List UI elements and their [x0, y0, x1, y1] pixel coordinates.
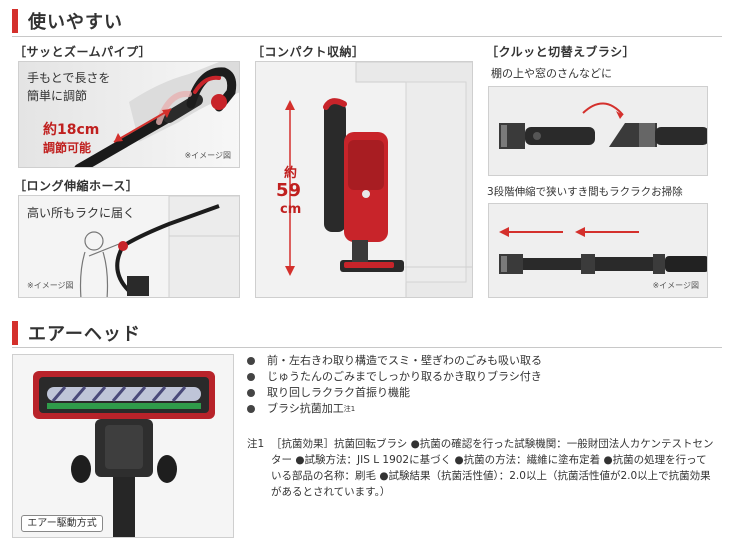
bullet-icon — [247, 357, 255, 365]
compact-storage-illustration — [256, 62, 472, 297]
list-item: ブラシ抗菌加工注1 — [247, 401, 717, 417]
height-unit: cm — [280, 202, 302, 217]
telescope-illustration — [489, 204, 707, 297]
section-title: エアーヘッド — [28, 324, 141, 345]
image-note: ※イメージ図 — [27, 281, 74, 290]
switch-brush-panel — [488, 86, 708, 176]
zoom-pipe-caption-2: 簡単に調節 — [27, 89, 88, 103]
airhead-panel: エアー駆動方式 — [12, 354, 234, 538]
image-note: ※イメージ図 — [184, 151, 231, 160]
footnote-text: ［抗菌効果］抗菌回転ブラシ ●抗菌の確認を行った試験機関：一般財団法人カケンテス… — [271, 438, 714, 498]
list-item: じゅうたんのごみまでしっかり取るかき取りブラシ付き — [247, 369, 717, 385]
section-accent-bar — [12, 9, 18, 33]
footnote-ref: 注1 — [343, 405, 356, 413]
zoom-range-value: 約18cm — [43, 122, 100, 138]
airhead-illustration — [13, 355, 233, 537]
zoom-pipe-illustration — [19, 62, 239, 167]
switch-brush-caption: 棚の上や窓のさんなどに — [491, 67, 612, 80]
switch-brush-illustration — [489, 87, 707, 175]
section-header-usability: 使いやすい — [12, 8, 123, 34]
list-item: 前・左右きわ取り構造でスミ・壁ぎわのごみも吸い取る — [247, 353, 717, 369]
long-hose-illustration — [19, 196, 239, 297]
feature-title-compact-storage: ［コンパクト収納］ — [252, 45, 365, 59]
air-drive-badge: エアー駆動方式 — [21, 515, 103, 532]
zoom-range-label: 調節可能 — [43, 141, 92, 155]
image-note: ※イメージ図 — [652, 281, 699, 290]
long-hose-caption: 高い所もラクに届く — [27, 206, 136, 220]
section-accent-bar — [12, 321, 18, 345]
feature-title-long-hose: ［ロング伸縮ホース］ — [14, 179, 139, 193]
zoom-pipe-panel: 手もとで長さを 簡単に調節 約18cm 調節可能 ※イメージ図 — [18, 61, 240, 168]
long-hose-panel: 高い所もラクに届く ※イメージ図 — [18, 195, 240, 298]
height-prefix: 約 — [284, 166, 298, 181]
height-value: 59 — [276, 180, 302, 201]
section-divider — [12, 36, 722, 37]
bullet-icon — [247, 373, 255, 381]
section-header-airhead: エアーヘッド — [12, 320, 141, 346]
feature-title-switch-brush: ［クルッと切替えブラシ］ — [486, 45, 636, 59]
compact-storage-panel: 約 59 cm — [255, 61, 473, 298]
footnote: 注1 ［抗菌効果］抗菌回転ブラシ ●抗菌の確認を行った試験機関：一般財団法人カケ… — [247, 436, 717, 500]
footnote-mark: 注1 — [247, 438, 265, 450]
zoom-pipe-caption-1: 手もとで長さを — [27, 71, 111, 85]
bullet-icon — [247, 405, 255, 413]
feature-title-zoom-pipe: ［サッとズームパイプ］ — [14, 45, 152, 59]
bullet-icon — [247, 389, 255, 397]
section-divider — [12, 347, 722, 348]
airhead-feature-list: 前・左右きわ取り構造でスミ・壁ぎわのごみも吸い取る じゅうたんのごみまでしっかり… — [247, 353, 717, 417]
telescope-panel: ※イメージ図 — [488, 203, 708, 298]
section-title: 使いやすい — [28, 12, 123, 33]
telescope-caption: 3段階伸縮で狭いすき間もラクラクお掃除 — [487, 186, 683, 198]
list-item: 取り回しラクラク首振り機能 — [247, 385, 717, 401]
